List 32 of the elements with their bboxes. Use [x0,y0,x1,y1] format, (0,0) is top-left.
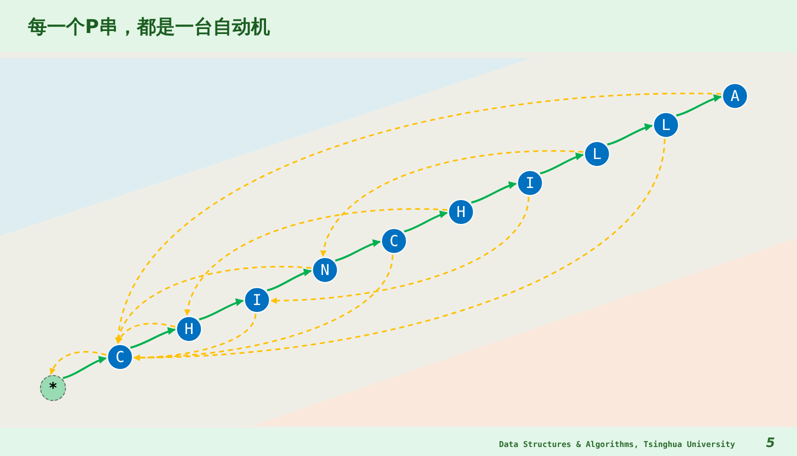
state-circle: L [653,112,679,138]
slide-title: 每一个P串，都是一台自动机 [28,15,270,40]
state-circle: H [448,199,474,225]
state-circle: C [107,344,133,370]
state-circle: I [244,287,270,313]
failure-arrow [270,196,530,304]
failure-arrow [185,208,448,316]
start-state-circle: * [40,375,66,401]
failure-arrow [116,266,312,344]
failure-arrow [133,138,666,361]
transition-arrow [607,124,653,146]
state-circle: C [381,228,407,254]
footer-text: Data Structures & Algorithms, Tsinghua University [499,440,736,449]
transition-arrow [130,327,176,349]
transition-arrow [404,210,448,232]
page-number: 5 [766,436,776,451]
transition-arrow [62,356,107,380]
state-circle: N [312,257,338,283]
failure-arrow [116,93,722,344]
transition-arrow [198,298,244,320]
transition-arrow [540,152,584,174]
state-circle: A [722,83,748,109]
failure-arrow [50,351,106,375]
state-circle: L [584,141,610,167]
transition-arrow [335,240,381,262]
transition-arrow [266,268,312,292]
state-circle: H [176,316,202,342]
transition-arrow [676,94,722,116]
failure-arrow [117,322,176,344]
failure-arrow [321,150,584,257]
transition-arrow [471,182,517,204]
state-circle: I [517,170,543,196]
